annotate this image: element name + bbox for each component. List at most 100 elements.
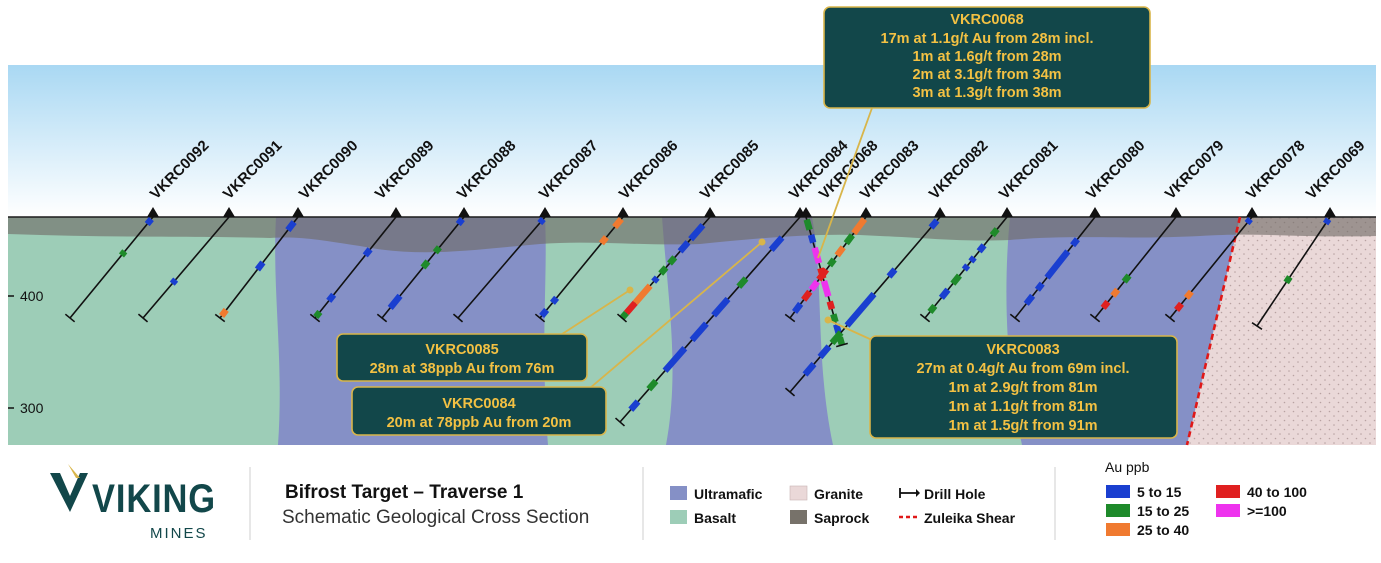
collar-marker: [147, 207, 159, 217]
legend-label: Basalt: [694, 510, 736, 526]
legend-label: 25 to 40: [1137, 522, 1189, 538]
assay-interval: [1174, 301, 1185, 312]
assay-interval: [829, 330, 844, 346]
assay-interval: [807, 234, 817, 244]
assay-interval: [326, 292, 337, 303]
assay-interval: [968, 255, 977, 264]
assay-interval: [1034, 281, 1045, 292]
callout-line: 1m at 1.5g/t from 91m: [948, 418, 1097, 434]
callout-line: 2m at 3.1g/t from 34m: [912, 67, 1061, 83]
assay-interval: [843, 233, 855, 246]
callout-line: 20m at 78ppb Au from 20m: [387, 415, 572, 431]
callout-box: [869, 335, 1178, 439]
assay-interval: [537, 216, 546, 226]
collar-marker: [223, 207, 235, 217]
leader-dot: [758, 238, 766, 246]
legend-label: >=100: [1247, 503, 1287, 519]
collar-marker: [1246, 207, 1258, 217]
callout-vkrc0068: VKRC0068 17m at 1.1g/t Au from 28m incl.…: [823, 6, 1151, 109]
assay-interval: [667, 255, 678, 266]
hole-end-cap: [1009, 313, 1021, 323]
callout-line: 1m at 1.6g/t from 28m: [912, 49, 1061, 65]
assay-interval: [808, 279, 820, 292]
granite-unit: [1187, 217, 1376, 445]
collar-marker: [934, 207, 946, 217]
hole-end-cap: [214, 313, 226, 323]
logo-gold-mark: [68, 464, 80, 478]
legend-swatch-basalt: [670, 510, 687, 524]
hole-end-cap: [309, 313, 321, 323]
hole-end-cap: [376, 313, 388, 323]
hole-end-cap: [452, 313, 464, 323]
assay-interval: [802, 361, 817, 377]
assay-interval: [1044, 249, 1071, 280]
collar-marker: [1170, 207, 1182, 217]
legend-label: Ultramafic: [694, 486, 763, 502]
assay-interval: [826, 300, 836, 311]
assay-interval: [816, 267, 830, 282]
assay-interval: [1070, 237, 1080, 248]
collar-marker: [539, 207, 551, 217]
assay-interval: [1322, 217, 1332, 226]
assay-interval: [254, 260, 266, 272]
callout-vkrc0085: VKRC0085 28m at 38ppb Au from 76m: [336, 333, 588, 382]
assay-interval: [632, 283, 653, 305]
assay-interval: [628, 399, 641, 412]
assay-interval: [928, 218, 940, 230]
assay-interval: [791, 301, 804, 314]
drill-hole-icon: [899, 488, 920, 498]
axis-label-300: 300: [20, 400, 44, 416]
footer: VIKING MINES Bifrost Target – Traverse 1…: [50, 459, 1307, 542]
zuleika-shear-line: [1185, 216, 1242, 446]
elevation-axis: 400 300: [8, 288, 44, 416]
callout-leaders: [555, 107, 873, 389]
callout-line: 27m at 0.4g/t Au from 69m incl.: [917, 361, 1130, 377]
assay-interval: [836, 336, 846, 346]
hole-end-cap: [534, 313, 546, 323]
assay-interval: [736, 276, 749, 289]
assay-interval: [1121, 273, 1132, 284]
au-swatch-100-plus: [1216, 504, 1240, 517]
assay-interval: [539, 307, 550, 319]
hole-end-cap: [784, 313, 796, 323]
au-swatch-25-40: [1106, 523, 1130, 536]
assay-interval: [811, 246, 823, 264]
collar-marker: [1001, 207, 1013, 217]
hole-end-cap: [836, 342, 848, 348]
callout-line: 1m at 1.1g/t from 81m: [948, 399, 1097, 415]
drill-hole-trace: [457, 216, 546, 319]
leader-line-vkrc0085: [555, 289, 631, 339]
collar-marker: [292, 207, 304, 217]
leader-dot: [824, 316, 832, 324]
assay-interval: [144, 216, 154, 227]
au-legend-title: Au ppb: [1105, 459, 1150, 475]
hole-end-cap: [64, 313, 76, 323]
assay-interval: [1023, 293, 1036, 306]
assay-interval: [826, 257, 837, 268]
assay-interval: [612, 216, 624, 230]
logo-v-mark: [50, 473, 88, 512]
assay-interval: [218, 307, 229, 318]
assay-interval: [1183, 289, 1194, 300]
assay-interval: [432, 245, 442, 255]
callout-title: VKRC0068: [950, 12, 1023, 28]
leader-line-vkrc0084: [589, 241, 763, 389]
drill-hole-trace: [789, 216, 867, 319]
au-swatch-40-100: [1216, 485, 1240, 498]
legend-label: Zuleika Shear: [924, 510, 1016, 526]
assay-interval: [455, 216, 465, 227]
collar-marker: [1324, 207, 1336, 217]
callout-box: [336, 333, 588, 382]
leader-line-vkrc0068: [817, 107, 873, 259]
assay-interval: [598, 235, 609, 246]
assay-interval: [817, 344, 832, 360]
assay-interval: [803, 218, 813, 231]
leader-line-vkrc0083: [827, 319, 873, 341]
assay-interval: [313, 309, 323, 320]
legend-swatch-saprock: [790, 510, 807, 524]
legend-label: 5 to 15: [1137, 484, 1182, 500]
callout-title: VKRC0084: [442, 396, 515, 412]
legend-label: Drill Hole: [924, 486, 986, 502]
